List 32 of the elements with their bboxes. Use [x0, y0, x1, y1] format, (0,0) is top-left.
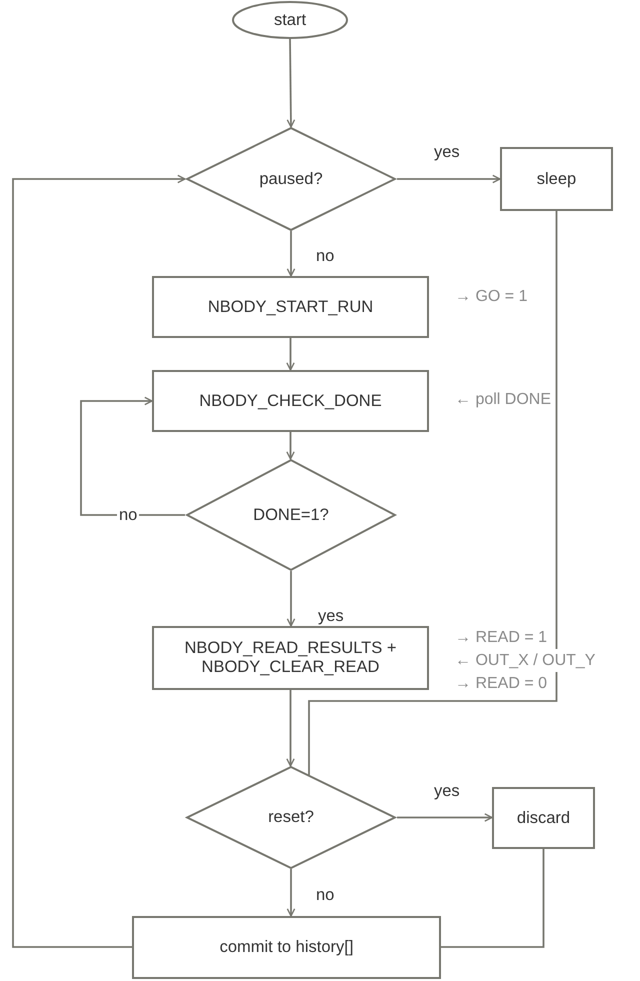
- arrow: [12, 174, 186, 948]
- process-box: [500, 147, 613, 211]
- process-box: [152, 626, 429, 690]
- node-label: NBODY_START_RUN: [208, 298, 374, 316]
- arrow: [286, 39, 296, 128]
- node-label: paused?: [259, 170, 323, 188]
- process-box: [132, 916, 441, 979]
- register-note: ← OUT_X / OUT_Y: [455, 649, 596, 672]
- node-label: DONE=1?: [253, 506, 329, 524]
- arrow: [286, 231, 296, 277]
- arrow: [286, 338, 295, 371]
- node-label: NBODY_READ_RESULTS + NBODY_CLEAR_READ: [184, 639, 398, 677]
- arrow: [286, 571, 296, 627]
- terminal-oval: [232, 1, 348, 39]
- arrow: [286, 690, 295, 767]
- arrow: [397, 174, 501, 184]
- arrow: [286, 432, 295, 460]
- arrow: [286, 869, 296, 917]
- node-label: start: [274, 10, 306, 30]
- arrow: [397, 813, 493, 822]
- arrow: [80, 396, 185, 516]
- node-label: NBODY_CHECK_DONE: [199, 392, 382, 410]
- decision-diamond: [185, 766, 397, 869]
- process-box: [492, 787, 595, 849]
- node-label: reset?: [268, 808, 314, 827]
- node-label: sleep: [536, 170, 576, 188]
- process-box: [152, 276, 429, 338]
- node-label: discard: [516, 808, 570, 828]
- decision-diamond: [185, 459, 397, 571]
- process-box: [152, 370, 429, 432]
- decision-diamond: [185, 127, 397, 231]
- node-label: commit to history[]: [220, 938, 354, 957]
